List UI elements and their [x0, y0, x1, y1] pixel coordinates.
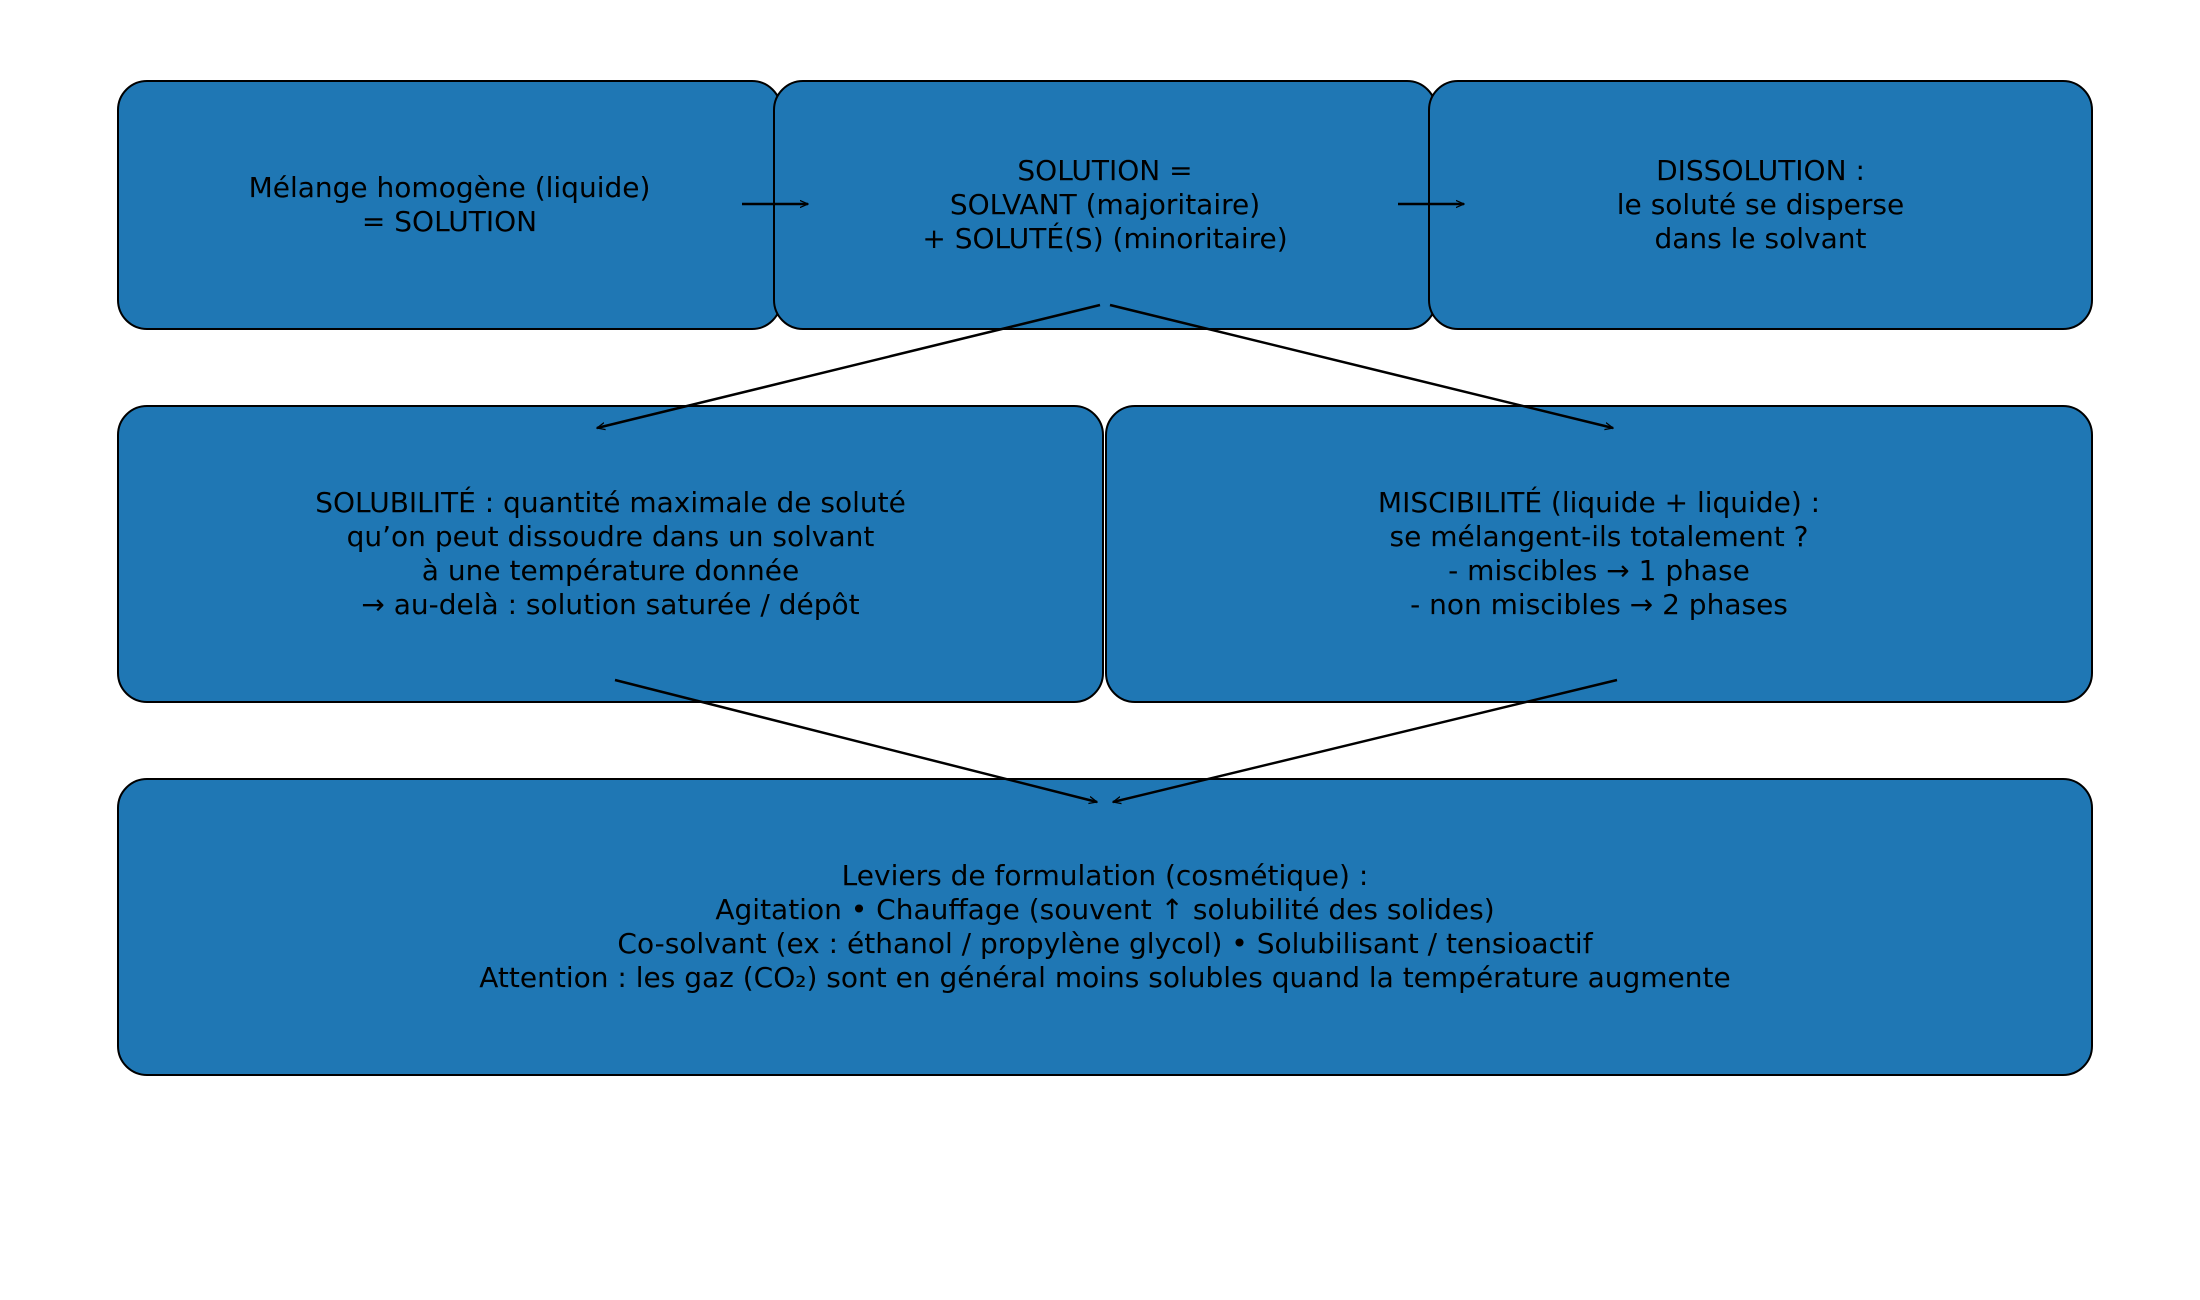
node-line: SOLVANT (majoritaire) [949, 188, 1261, 221]
node-dissolution: DISSOLUTION : le soluté se disperse dans… [1428, 80, 2093, 330]
node-line: Agitation • Chauffage (souvent ↑ solubil… [715, 893, 1495, 926]
node-solution-definition: SOLUTION = SOLVANT (majoritaire) + SOLUT… [773, 80, 1437, 330]
node-line: Attention : les gaz (CO₂) sont en généra… [479, 961, 1731, 994]
node-line: Co-solvant (ex : éthanol / propylène gly… [617, 927, 1593, 960]
node-line: qu’on peut dissoudre dans un solvant [346, 520, 875, 553]
node-line: - miscibles → 1 phase [1448, 554, 1750, 587]
arrows-group [597, 204, 1618, 802]
node-text: MISCIBILITÉ (liquide + liquide) : se mél… [1378, 486, 1820, 622]
node-solubilite: SOLUBILITÉ : quantité maximale de soluté… [117, 405, 1104, 703]
node-text: SOLUBILITÉ : quantité maximale de soluté… [315, 486, 906, 622]
node-line: à une température donnée [421, 554, 800, 587]
node-line: se mélangent-ils totalement ? [1389, 520, 1809, 553]
arrow-n2-to-n5 [1109, 303, 1613, 428]
node-line: Mélange homogène (liquide) [248, 171, 651, 204]
arrow-n5-to-n6 [1113, 678, 1618, 802]
node-line: MISCIBILITÉ (liquide + liquide) : [1377, 486, 1821, 519]
node-text: SOLUTION = SOLVANT (majoritaire) + SOLUT… [922, 154, 1287, 256]
node-line: DISSOLUTION : [1656, 154, 1865, 187]
node-line: Leviers de formulation (cosmétique) : [841, 859, 1369, 892]
node-text: Mélange homogène (liquide) = SOLUTION [249, 171, 651, 239]
node-line: le soluté se disperse [1616, 188, 1905, 221]
node-line: - non miscibles → 2 phases [1410, 588, 1788, 621]
node-line: dans le solvant [1654, 222, 1867, 255]
node-melange-homogene: Mélange homogène (liquide) = SOLUTION [117, 80, 782, 330]
node-text: DISSOLUTION : le soluté se disperse dans… [1617, 154, 1904, 256]
node-line: → au-delà : solution saturée / dépôt [361, 588, 860, 621]
node-line: + SOLUTÉ(S) (minoritaire) [922, 222, 1288, 255]
node-text: Leviers de formulation (cosmétique) : Ag… [479, 859, 1730, 995]
node-line: SOLUBILITÉ : quantité maximale de soluté [315, 486, 906, 519]
node-line: = SOLUTION [361, 205, 538, 238]
node-leviers-formulation: Leviers de formulation (cosmétique) : Ag… [117, 778, 2093, 1076]
node-line: SOLUTION = [1017, 154, 1193, 187]
arrow-n2-to-n4 [597, 303, 1101, 428]
arrow-n4-to-n6 [614, 678, 1097, 802]
node-miscibilite: MISCIBILITÉ (liquide + liquide) : se mél… [1105, 405, 2093, 703]
